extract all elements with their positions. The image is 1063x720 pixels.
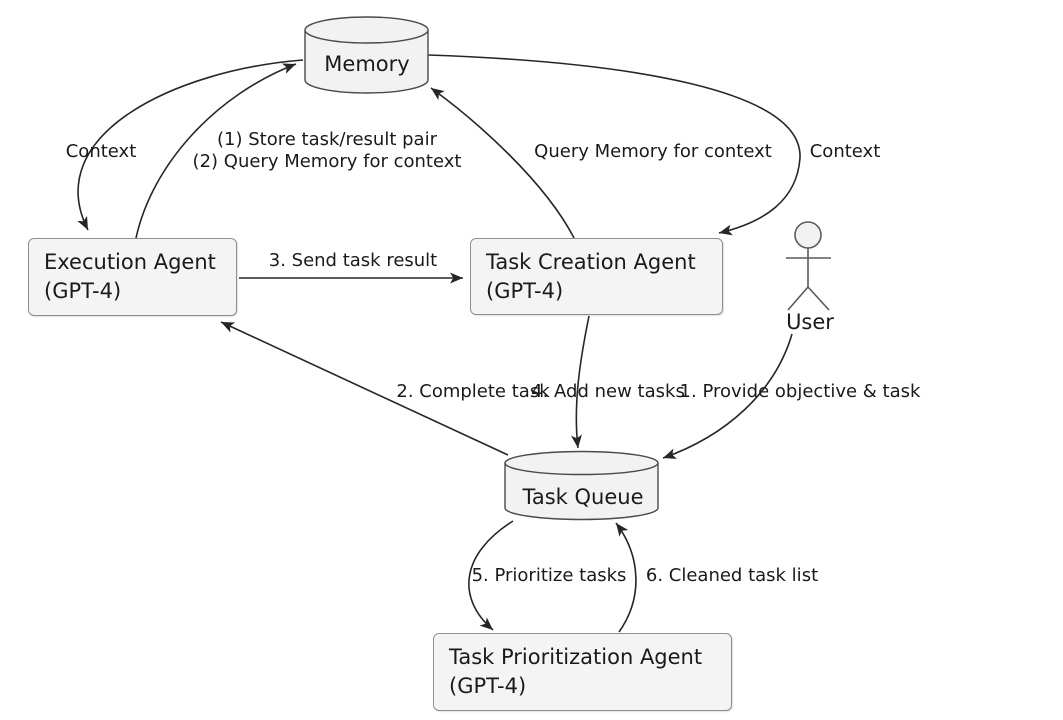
edge-label-store-query: (1) Store task/result pair (2) Query Mem… — [193, 129, 462, 173]
edge-creation-to-memory-query — [430, 87, 575, 239]
edge-label-complete-task: 2. Complete task — [396, 381, 550, 402]
user-figure-icon — [786, 221, 831, 311]
task-creation-agent-model: (GPT-4) — [486, 278, 564, 303]
memory-cylinder-top — [304, 16, 429, 44]
edge-label-prioritize-tasks: 5. Prioritize tasks — [471, 565, 627, 586]
task-prioritization-agent-name: Task Prioritization Agent — [449, 645, 703, 669]
memory-cylinder — [304, 16, 429, 94]
execution-agent-model: (GPT-4) — [44, 279, 122, 303]
edge-label-context-right: Context — [809, 141, 881, 162]
task-queue-label: Task Queue — [522, 485, 644, 509]
user-head — [794, 221, 822, 249]
node-task-prioritization-agent: Task Prioritization Agent (GPT-4) — [433, 633, 732, 711]
edge-execution-to-memory-store-query — [135, 63, 297, 239]
node-execution-agent: Execution Agent (GPT-4) — [28, 238, 237, 316]
edge-provide-objective — [662, 333, 793, 459]
edge-label-add-new-tasks: 4. Add new tasks — [531, 381, 685, 402]
task-queue-cylinder — [504, 450, 659, 521]
edge-add-new-tasks — [571, 315, 590, 449]
edge-label-context-left: Context — [65, 141, 137, 162]
edge-memory-to-execution-context — [77, 59, 304, 231]
user-leg-left — [787, 286, 809, 311]
edge-prioritize-tasks — [468, 520, 514, 631]
execution-agent-name: Execution Agent — [44, 250, 216, 274]
edge-label-query-memory: Query Memory for context — [534, 141, 772, 162]
task-prioritization-agent-model: (GPT-4) — [449, 674, 527, 698]
edge-label-cleaned-task-list: 6. Cleaned task list — [645, 565, 819, 586]
user-label: User — [786, 310, 834, 334]
user-leg-right — [807, 286, 830, 311]
memory-cylinder-body — [304, 30, 429, 94]
edge-cleaned-task-list — [615, 522, 637, 633]
edge-label-provide-objective: 1. Provide objective & task — [679, 381, 921, 402]
edge-memory-to-creation-context — [427, 54, 801, 236]
task-creation-agent-name: Task Creation Agent — [486, 249, 696, 274]
edge-complete-task — [220, 321, 509, 456]
task-queue-cylinder-top — [504, 450, 659, 476]
node-task-creation-agent: Task Creation Agent (GPT-4) — [470, 238, 723, 315]
memory-label: Memory — [324, 52, 410, 76]
edge-label-send-task-result: 3. Send task result — [268, 250, 438, 271]
task-queue-cylinder-body — [504, 463, 659, 521]
edge-label-store-query-line1: (1) Store task/result pair — [217, 129, 437, 150]
edge-label-store-query-line2: (2) Query Memory for context — [192, 151, 462, 172]
